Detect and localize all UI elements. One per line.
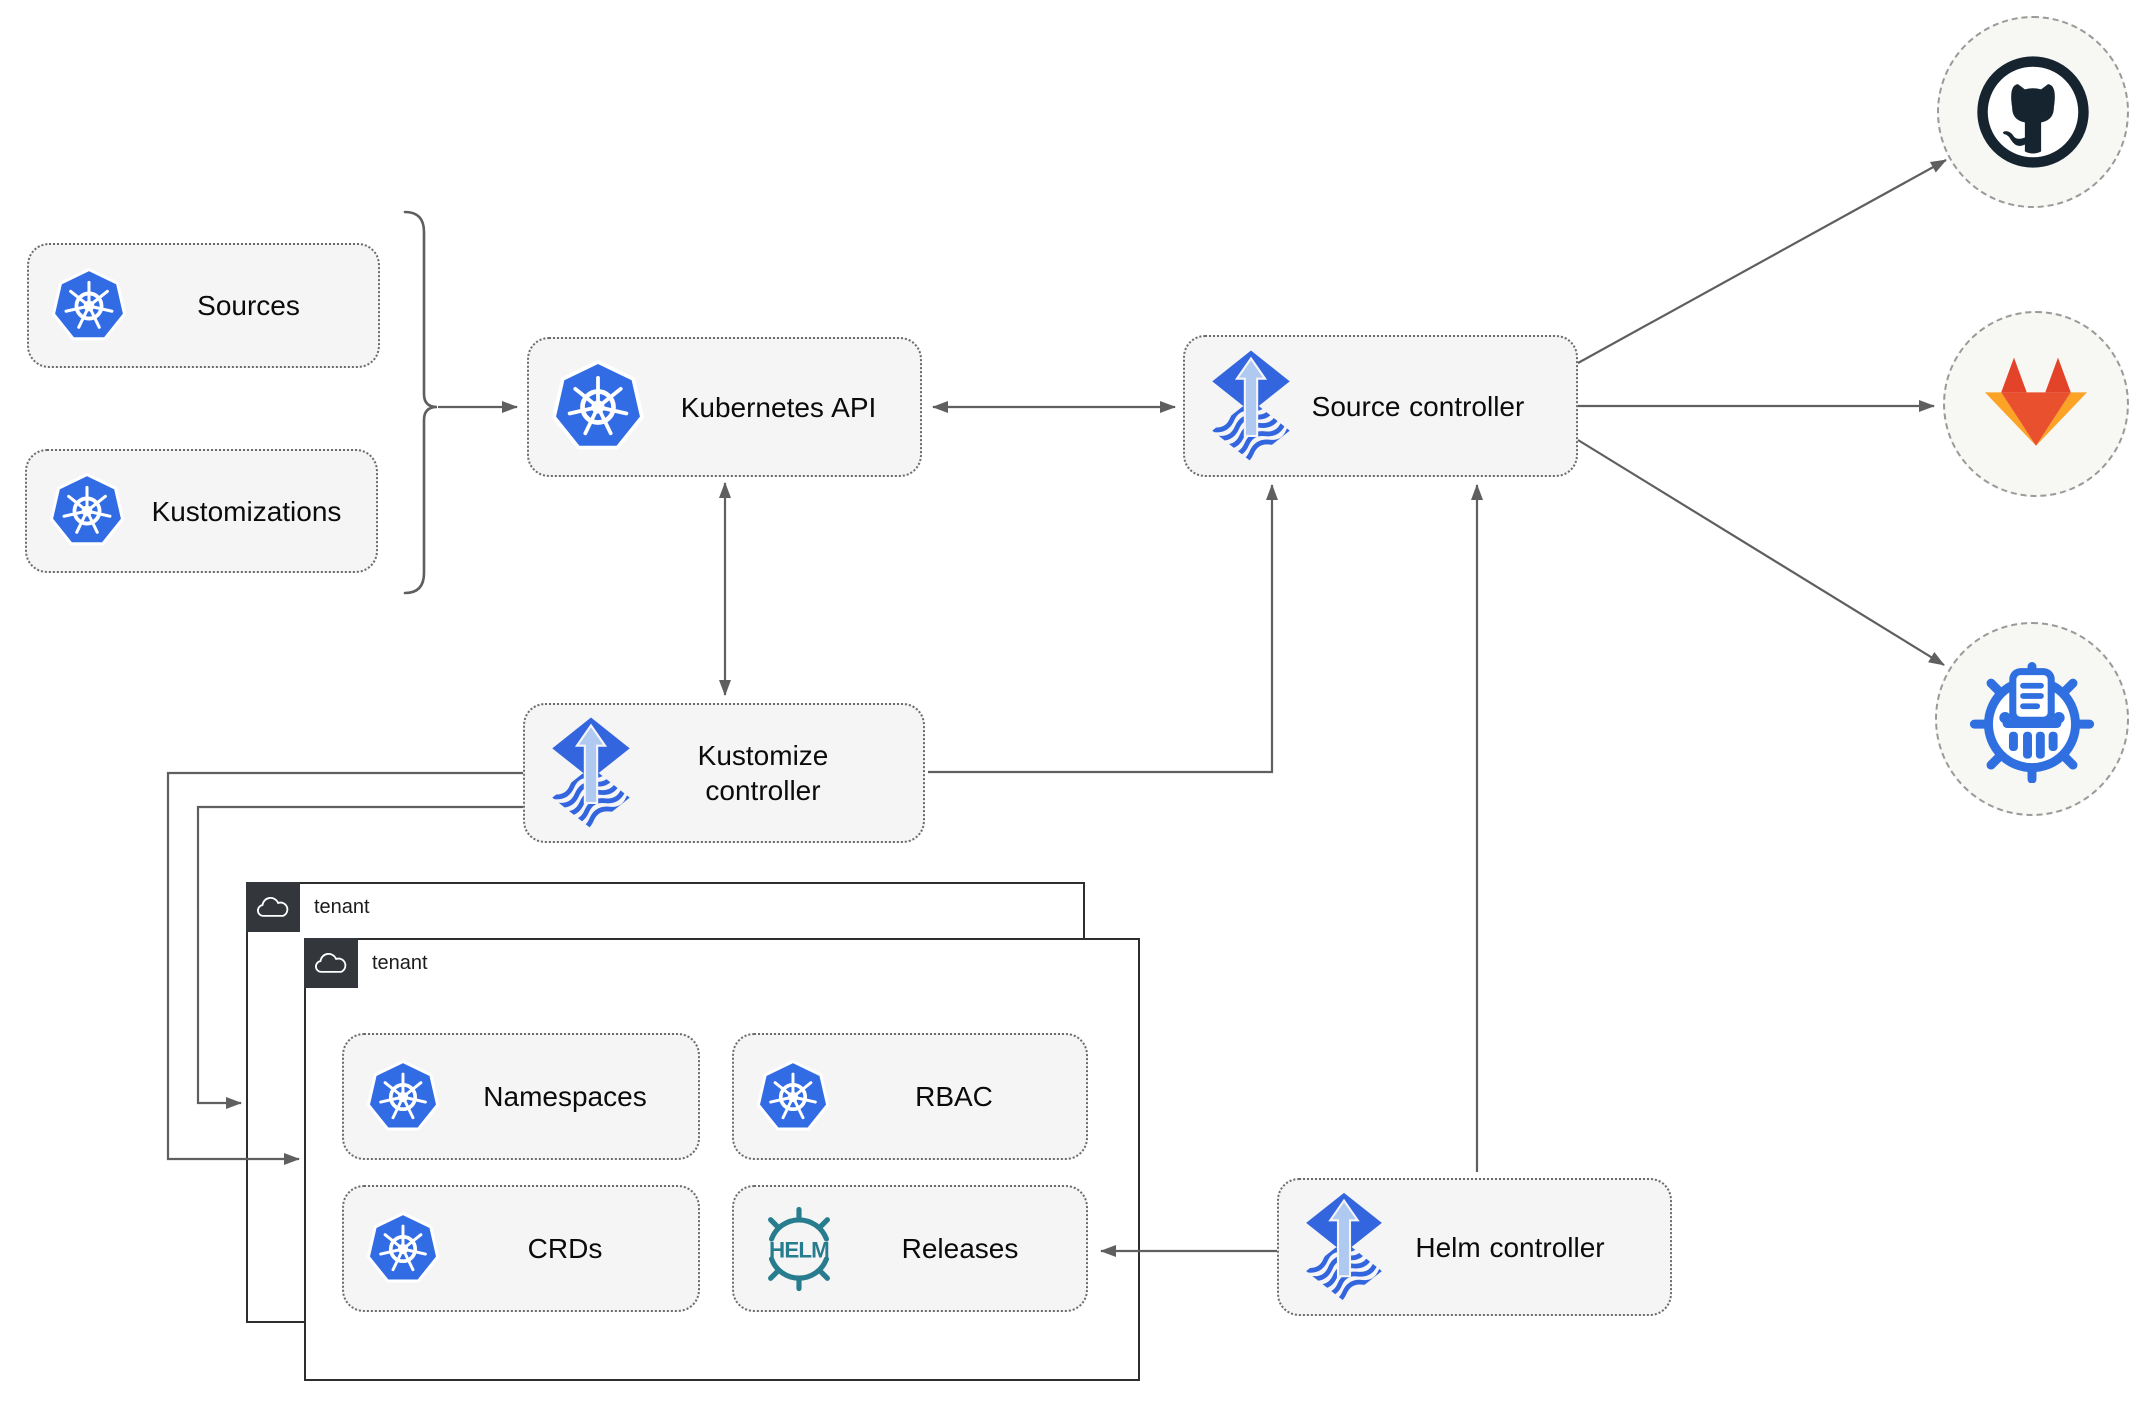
kustomize-controller-label: Kustomize controller (697, 740, 829, 806)
kustomizations-label: Kustomizations (151, 495, 342, 527)
tenant-outer-title: tenant (314, 895, 370, 918)
kustomizations-node[interactable]: Kustomizations (25, 449, 378, 573)
source-controller-label: Source controller (1311, 390, 1525, 422)
kubernetes-icon (366, 1212, 440, 1286)
kustomize-controller-node[interactable]: Kustomize controller (523, 703, 925, 843)
github-icon (1975, 54, 2091, 170)
tenant-group-inner[interactable]: tenant Namespaces RBAC CRDs Releases (304, 938, 1140, 1381)
sources-node[interactable]: Sources (27, 243, 380, 368)
rbac-label: RBAC (915, 1081, 993, 1112)
sources-bracket (403, 210, 438, 595)
cloud-icon (313, 950, 349, 977)
kubernetes-icon (756, 1060, 830, 1134)
tenant-outer-tab (246, 882, 300, 932)
cloud-icon (255, 894, 291, 921)
helm-controller-label: Helm controller (1415, 1231, 1605, 1263)
gitlab-remote[interactable] (1943, 311, 2129, 497)
helm-icon (756, 1203, 842, 1295)
kubernetes-api-label: Kubernetes API (680, 391, 877, 423)
kubernetes-icon (49, 473, 125, 549)
kubernetes-api-node[interactable]: Kubernetes API (527, 337, 922, 477)
flux-icon (1207, 350, 1295, 462)
tenant-inner-tab (304, 938, 358, 988)
edge-kustomize-to-source-controller (928, 484, 1278, 774)
chartmuseum-remote[interactable] (1935, 622, 2129, 816)
namespaces-node[interactable]: Namespaces (342, 1033, 700, 1160)
releases-node[interactable]: Releases (732, 1185, 1088, 1312)
github-remote[interactable] (1937, 16, 2129, 208)
tenant-inner-title: tenant (372, 951, 428, 974)
kubernetes-icon (366, 1060, 440, 1134)
rbac-node[interactable]: RBAC (732, 1033, 1088, 1160)
flux-icon (547, 717, 635, 829)
helm-controller-node[interactable]: Helm controller (1277, 1178, 1672, 1316)
flux-icon (1301, 1192, 1387, 1302)
source-controller-node[interactable]: Source controller (1183, 335, 1578, 477)
crds-node[interactable]: CRDs (342, 1185, 700, 1312)
kubernetes-icon (51, 268, 127, 344)
namespaces-label: Namespaces (483, 1081, 647, 1112)
gitlab-icon (1978, 353, 2094, 455)
edge-source-to-github (1577, 159, 1947, 364)
crds-label: CRDs (527, 1233, 603, 1264)
releases-label: Releases (901, 1233, 1019, 1264)
sources-label: Sources (197, 290, 300, 321)
edge-source-to-chartmuseum (1577, 439, 1945, 666)
chartmuseum-icon (1968, 655, 2096, 783)
kubernetes-icon (551, 360, 645, 454)
